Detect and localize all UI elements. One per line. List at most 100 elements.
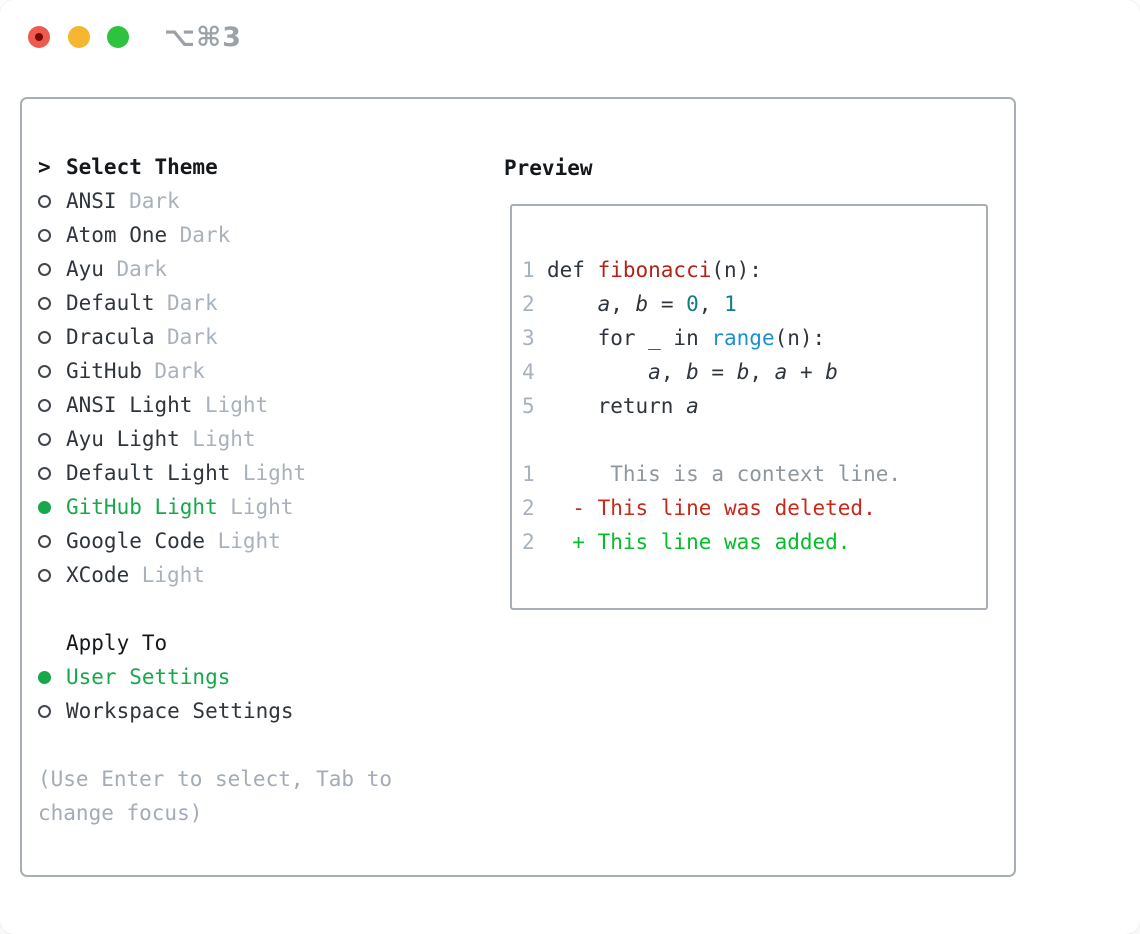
preview-line: 3 for _ in range(n):	[522, 321, 978, 355]
preview-line: 2 + This line was added.	[522, 525, 978, 559]
radio-marker	[38, 670, 66, 684]
select-theme-header: >Select Theme	[38, 150, 474, 184]
token-call: range	[711, 326, 775, 350]
line-number: 3	[522, 326, 535, 350]
keyboard-hint: (Use Enter to select, Tab to change focu…	[38, 767, 393, 825]
token-num: 0	[686, 292, 699, 316]
line-content: a, b = 0, 1	[547, 287, 737, 321]
theme-variant-label: Light	[141, 563, 205, 587]
radio-marker	[38, 704, 66, 718]
zoom-button-icon[interactable]	[107, 26, 129, 48]
token-var: a	[648, 360, 661, 384]
radio-icon	[38, 704, 51, 718]
token-var: b	[686, 360, 699, 384]
radio-icon	[38, 466, 51, 480]
theme-variant-label: Dark	[116, 257, 168, 281]
preview-title: Preview	[504, 156, 593, 180]
radio-icon	[38, 194, 51, 208]
radio-marker	[38, 296, 66, 310]
theme-name: Atom One	[66, 223, 168, 247]
token-code: return	[547, 394, 687, 418]
theme-variant-label: Light	[230, 495, 294, 519]
theme-option[interactable]: XCode Light	[38, 558, 474, 592]
window-shortcut-label: ⌥⌘3	[164, 22, 242, 53]
theme-variant-label: Light	[204, 393, 269, 417]
theme-name: Ayu Light	[66, 427, 180, 451]
token-var: b	[635, 292, 649, 316]
theme-name: GitHub Light	[66, 495, 218, 519]
radio-marker	[38, 194, 66, 208]
token-code: ,	[698, 292, 725, 316]
theme-option[interactable]: Atom One Dark	[38, 218, 474, 252]
token-added: + This line was added.	[547, 530, 851, 554]
token-code: (n):	[774, 326, 826, 350]
token-deleted: - This line was deleted.	[547, 496, 876, 520]
line-content: a, b = b, a + b	[547, 355, 838, 389]
radio-icon	[38, 262, 51, 276]
preview-line: 1 This is a context line.	[522, 457, 978, 491]
radio-marker	[38, 364, 66, 378]
minimize-button-icon[interactable]	[68, 26, 90, 48]
preview-line: 2 a, b = 0, 1	[522, 287, 978, 321]
theme-variant-label: Dark	[129, 189, 180, 213]
theme-name: Google Code	[66, 529, 206, 553]
apply-to-option[interactable]: Workspace Settings	[38, 694, 474, 728]
token-code: def	[547, 258, 598, 282]
line-number: 2	[522, 292, 535, 316]
apply-to-header: Apply To	[38, 626, 474, 660]
radio-icon	[38, 228, 51, 242]
apply-to-option[interactable]: User Settings	[38, 660, 474, 694]
theme-option[interactable]: GitHub Light Light	[38, 490, 474, 524]
radio-selected-icon	[38, 670, 51, 684]
token-var: a	[597, 292, 611, 316]
radio-icon	[38, 296, 51, 310]
line-number	[522, 423, 547, 457]
token-code: +	[787, 360, 826, 384]
line-content: def fibonacci(n):	[547, 253, 762, 287]
line-content: - This line was deleted.	[547, 491, 876, 525]
radio-marker	[38, 262, 66, 276]
theme-variant-label: Dark	[167, 291, 218, 315]
radio-selected-icon	[38, 500, 51, 514]
token-code: ,	[610, 292, 636, 316]
theme-name: Dracula	[66, 325, 155, 349]
line-number: 4	[522, 360, 535, 384]
titlebar: ⌥⌘3	[0, 0, 1140, 74]
line-content: for _ in range(n):	[547, 321, 826, 355]
line-content: + This line was added.	[547, 525, 850, 559]
radio-marker	[38, 568, 66, 582]
radio-marker	[38, 500, 66, 514]
radio-icon	[38, 534, 51, 548]
radio-marker	[38, 398, 66, 412]
theme-option[interactable]: Dracula Dark	[38, 320, 474, 354]
token-var: a	[686, 394, 699, 418]
theme-variant-label: Dark	[179, 223, 231, 247]
token-context: This is a context line.	[547, 462, 902, 486]
radio-icon	[38, 398, 51, 412]
radio-icon	[38, 432, 51, 446]
preview-line: 2 - This line was deleted.	[522, 491, 978, 525]
token-func: fibonacci	[597, 258, 712, 282]
theme-variant-label: Dark	[167, 325, 218, 349]
line-content: return a	[547, 389, 699, 423]
line-number: 1	[522, 258, 535, 282]
token-var: b	[825, 360, 838, 384]
line-number: 2	[522, 496, 535, 520]
token-var: a	[774, 360, 788, 384]
radio-icon	[38, 364, 51, 378]
close-button-icon[interactable]	[28, 26, 50, 48]
line-content: This is a context line.	[547, 457, 901, 491]
theme-name: XCode	[66, 563, 130, 587]
line-number: 5	[522, 394, 535, 418]
radio-icon	[38, 330, 51, 344]
